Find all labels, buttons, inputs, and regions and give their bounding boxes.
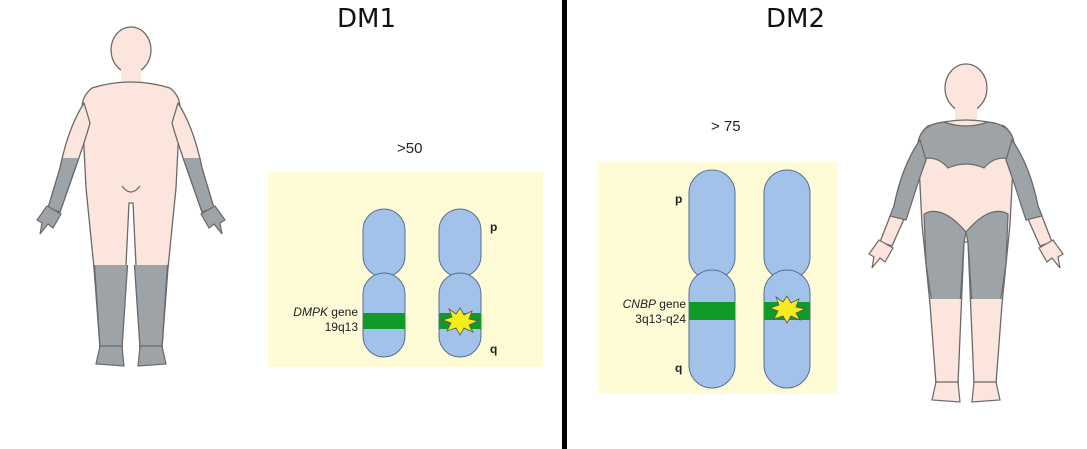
dm1-gene-word: gene <box>327 305 358 319</box>
dm2-mutation-burst-icon <box>768 295 807 324</box>
panel-divider <box>562 0 567 449</box>
dm1-gene-name: DMPK <box>293 305 328 319</box>
dm2-chromosome-normal-q-arm <box>688 269 736 389</box>
dm2-affected-arm-right <box>1005 138 1043 221</box>
dm1-title: DM1 <box>337 4 396 34</box>
dm2-repeat-count: > 75 <box>711 118 741 135</box>
dm1-repeat-count: >50 <box>397 140 423 157</box>
dm1-mutation-burst-icon <box>441 307 480 336</box>
dm2-panel: DM2 > 75 p q CNBP gene 3q13-q24 <box>568 0 1087 449</box>
dm2-affected-arm-left <box>889 138 927 221</box>
dm1-chromosomes <box>362 208 482 358</box>
dm2-title: DM2 <box>766 4 825 34</box>
dm2-gene-word: gene <box>655 297 686 311</box>
dm1-gene-label: DMPK gene 19q13 <box>268 305 358 335</box>
dm1-hand-right <box>200 205 226 235</box>
dm1-gene-band-normal <box>363 313 405 329</box>
dm2-chromosome-normal-p-arm <box>688 169 736 281</box>
dm2-gene-band-normal <box>689 302 735 320</box>
dm2-body-figure <box>868 63 1064 403</box>
dm1-panel: DM1 <box>36 4 543 367</box>
dm2-arm-p-label: p <box>675 192 683 206</box>
dm2-arm-q-label: q <box>675 361 683 375</box>
dm1-chromosome-mutant-p-arm <box>438 208 482 278</box>
dm1-arm-q-label: q <box>490 342 498 356</box>
dm1-body-figure <box>36 26 226 367</box>
dm1-hand-left <box>36 205 62 235</box>
dm2-gene-locus: 3q13-q24 <box>635 312 686 326</box>
dm1-chromosome-normal-p-arm <box>362 208 406 278</box>
dm2-affected-thigh-left <box>923 210 967 299</box>
dm1-affected-leg-left <box>93 265 129 349</box>
dm2-gene-label: CNBP gene 3q13-q24 <box>598 297 686 327</box>
dm2-gene-name: CNBP <box>622 297 656 311</box>
dm2-chromosomes <box>688 169 811 389</box>
dm1-gene-locus: 19q13 <box>324 320 358 334</box>
dm2-affected-thigh-right <box>965 210 1009 299</box>
dm2-chromosome-mutant-q-arm <box>763 269 811 389</box>
dm2-chromosome-mutant-p-arm <box>763 169 811 281</box>
dm1-arm-p-label: p <box>490 220 498 234</box>
dm1-foot-right <box>137 345 167 367</box>
dm1-foot-left <box>95 345 125 367</box>
dm1-affected-leg-right <box>133 265 169 349</box>
